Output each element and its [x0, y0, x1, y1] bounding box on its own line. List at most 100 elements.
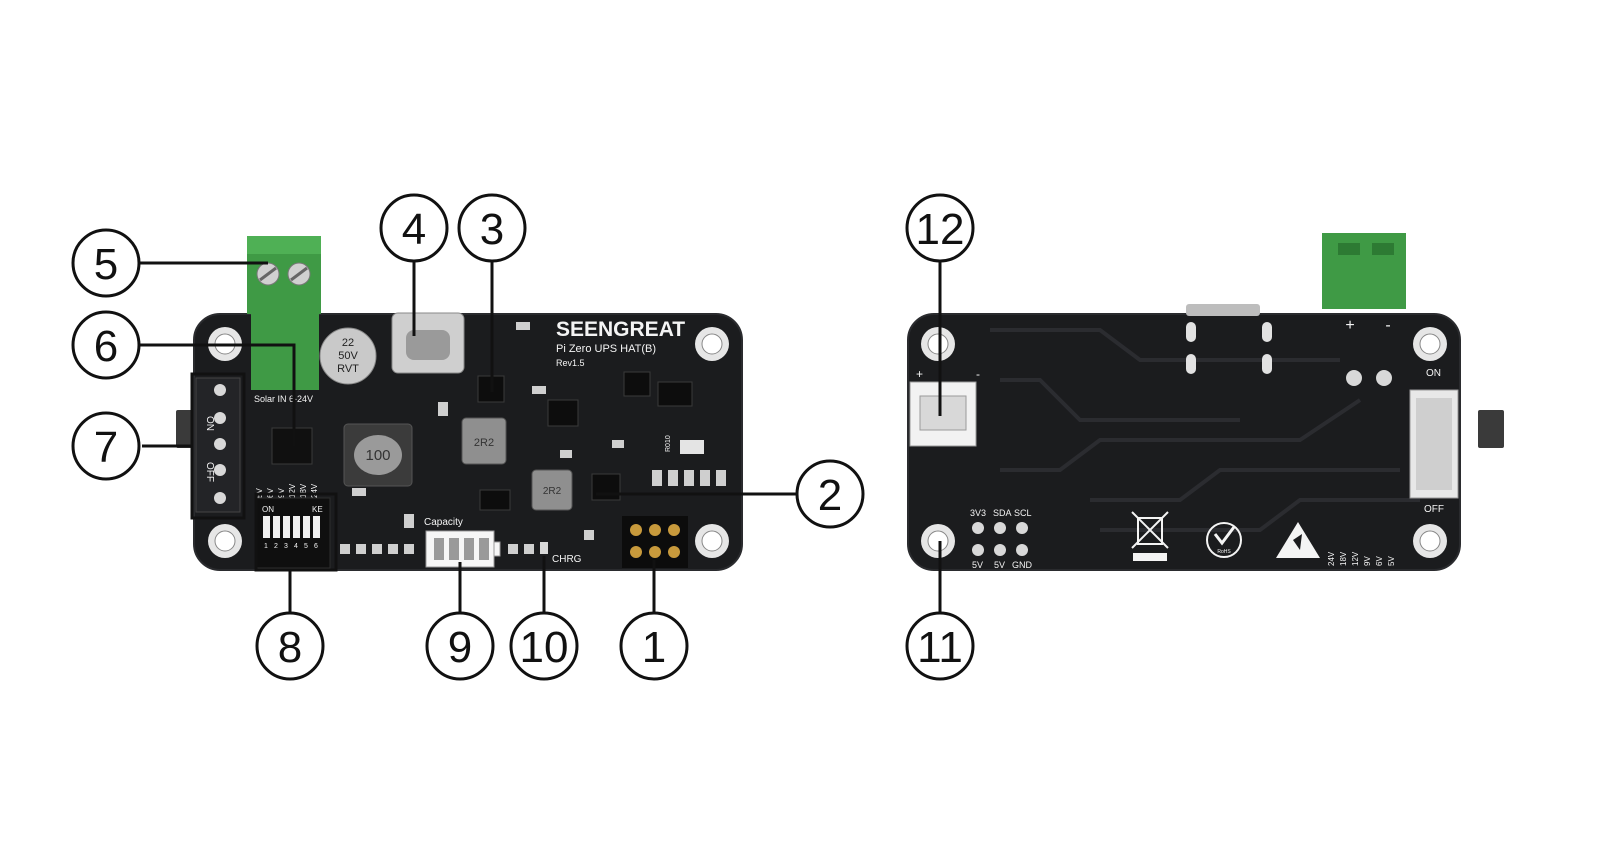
- capacity-label: Capacity: [424, 517, 463, 528]
- svg-text:6: 6: [314, 543, 318, 550]
- svg-text:R010: R010: [665, 435, 672, 452]
- switch-on-label: ON: [204, 416, 215, 431]
- front-capacitor: 22 50V RVT: [319, 327, 377, 385]
- svg-text:8: 8: [278, 623, 302, 672]
- svg-text:2R2: 2R2: [543, 486, 562, 497]
- callout-12: 12: [905, 193, 975, 263]
- back-mounting-holes: [921, 327, 1447, 558]
- back-terminal-minus: -: [1385, 317, 1390, 334]
- front-dip-switch: ON KE 1 2 3 4 5 6: [255, 497, 331, 569]
- svg-text:6V: 6V: [1375, 556, 1384, 566]
- front-terminal-block: [247, 236, 321, 390]
- front-inductor-2r2-a: 2R2: [461, 417, 507, 465]
- front-smd-parts: [340, 322, 726, 554]
- back-power-switch: ON OFF: [1409, 368, 1459, 515]
- back-usb-slots: [1186, 322, 1272, 374]
- front-usb-c-port: [391, 312, 465, 374]
- svg-text:11: 11: [917, 623, 963, 672]
- svg-text:4: 4: [294, 543, 298, 550]
- front-ic-5: [547, 399, 579, 427]
- svg-text:5V: 5V: [972, 560, 983, 570]
- svg-text:1: 1: [642, 623, 666, 672]
- svg-text:3: 3: [284, 543, 288, 550]
- svg-text:2: 2: [818, 471, 842, 520]
- back-terminal-block: + -: [1322, 233, 1406, 386]
- capacity-leds: [425, 530, 501, 568]
- svg-text:24V: 24V: [310, 483, 319, 498]
- front-resistor: R010: [665, 435, 704, 454]
- svg-text:18V: 18V: [299, 483, 308, 498]
- callout-9: 9: [425, 611, 495, 681]
- svg-text:9: 9: [448, 623, 472, 672]
- svg-text:RVT: RVT: [337, 363, 359, 375]
- callout-10: 10: [509, 611, 579, 681]
- svg-text:5V: 5V: [994, 560, 1005, 570]
- callout-2: 2: [795, 459, 865, 529]
- callout-1: 1: [619, 611, 689, 681]
- solar-label: Solar IN 6-24V: [254, 394, 313, 404]
- svg-text:5V: 5V: [1387, 556, 1396, 566]
- callout-6: 6: [71, 310, 141, 380]
- svg-text:22: 22: [342, 337, 354, 349]
- svg-text:100: 100: [365, 447, 390, 464]
- svg-text:SDA: SDA: [993, 508, 1012, 518]
- svg-text:7: 7: [94, 423, 118, 472]
- front-ic-2: [591, 473, 621, 501]
- svg-text:5: 5: [94, 240, 118, 289]
- front-model: Pi Zero UPS HAT(B): [556, 343, 656, 355]
- svg-text:9V: 9V: [1363, 556, 1372, 566]
- front-inductor-2r2-b: 2R2: [531, 469, 573, 511]
- svg-text:RoHS: RoHS: [1217, 549, 1231, 555]
- callout-7: 7: [71, 411, 141, 481]
- front-board: 22 50V RVT ON OFF Solar IN 6-24V 5V 6V 9…: [176, 236, 743, 571]
- svg-text:ON: ON: [1426, 368, 1441, 379]
- svg-text:1: 1: [264, 543, 268, 550]
- chrg-label: CHRG: [552, 554, 582, 565]
- front-revision: Rev1.5: [556, 358, 585, 368]
- front-power-switch: ON OFF: [195, 377, 241, 513]
- battery-connector: + -: [909, 367, 980, 447]
- svg-text:5: 5: [304, 543, 308, 550]
- back-voltage-labels: 24V 18V 12V 9V 6V 5V: [1327, 551, 1396, 566]
- front-brand: SEENGREAT: [556, 318, 685, 341]
- callout-8: 8: [255, 611, 325, 681]
- back-board: + - + - ON OFF 3V3 SDA SCL 5V 5V: [907, 233, 1504, 571]
- front-pogo-pins: [622, 516, 688, 568]
- svg-text:KE: KE: [312, 505, 323, 514]
- svg-text:12: 12: [916, 205, 965, 254]
- weee-icon: [1131, 511, 1169, 561]
- front-ic-4: [623, 371, 651, 397]
- back-traces: [990, 328, 1420, 532]
- battery-plus: +: [916, 367, 923, 381]
- svg-text:3: 3: [480, 205, 504, 254]
- svg-text:12V: 12V: [1351, 551, 1360, 566]
- svg-text:2R2: 2R2: [474, 437, 494, 449]
- back-switch-lever: [1478, 410, 1504, 448]
- callout-4: 4: [379, 193, 449, 263]
- svg-text:OFF: OFF: [1424, 504, 1444, 515]
- svg-text:50V: 50V: [338, 350, 358, 362]
- callout-5: 5: [71, 228, 141, 298]
- front-ic-3: [657, 381, 693, 407]
- callout-3: 3: [457, 193, 527, 263]
- svg-text:2: 2: [274, 543, 278, 550]
- callout-11: 11: [905, 611, 975, 681]
- esd-warning-icon: [1276, 522, 1320, 558]
- battery-minus: -: [976, 367, 980, 381]
- svg-text:18V: 18V: [1339, 551, 1348, 566]
- switch-off-label: OFF: [204, 462, 215, 482]
- front-inductor-main: 100: [343, 423, 413, 487]
- front-ic-6: [479, 489, 511, 511]
- svg-text:10: 10: [520, 623, 569, 672]
- svg-text:SCL: SCL: [1014, 508, 1032, 518]
- chrg-led: [540, 542, 548, 554]
- mppt-chip: [271, 427, 313, 465]
- callout-lines: [140, 261, 942, 612]
- back-i2c-pins: 3V3 SDA SCL 5V 5V GND: [970, 508, 1033, 570]
- front-mounting-holes: [208, 327, 729, 558]
- rohs-icon: RoHS: [1206, 522, 1242, 558]
- svg-text:ON: ON: [262, 505, 274, 514]
- back-terminal-plus: +: [1345, 317, 1354, 334]
